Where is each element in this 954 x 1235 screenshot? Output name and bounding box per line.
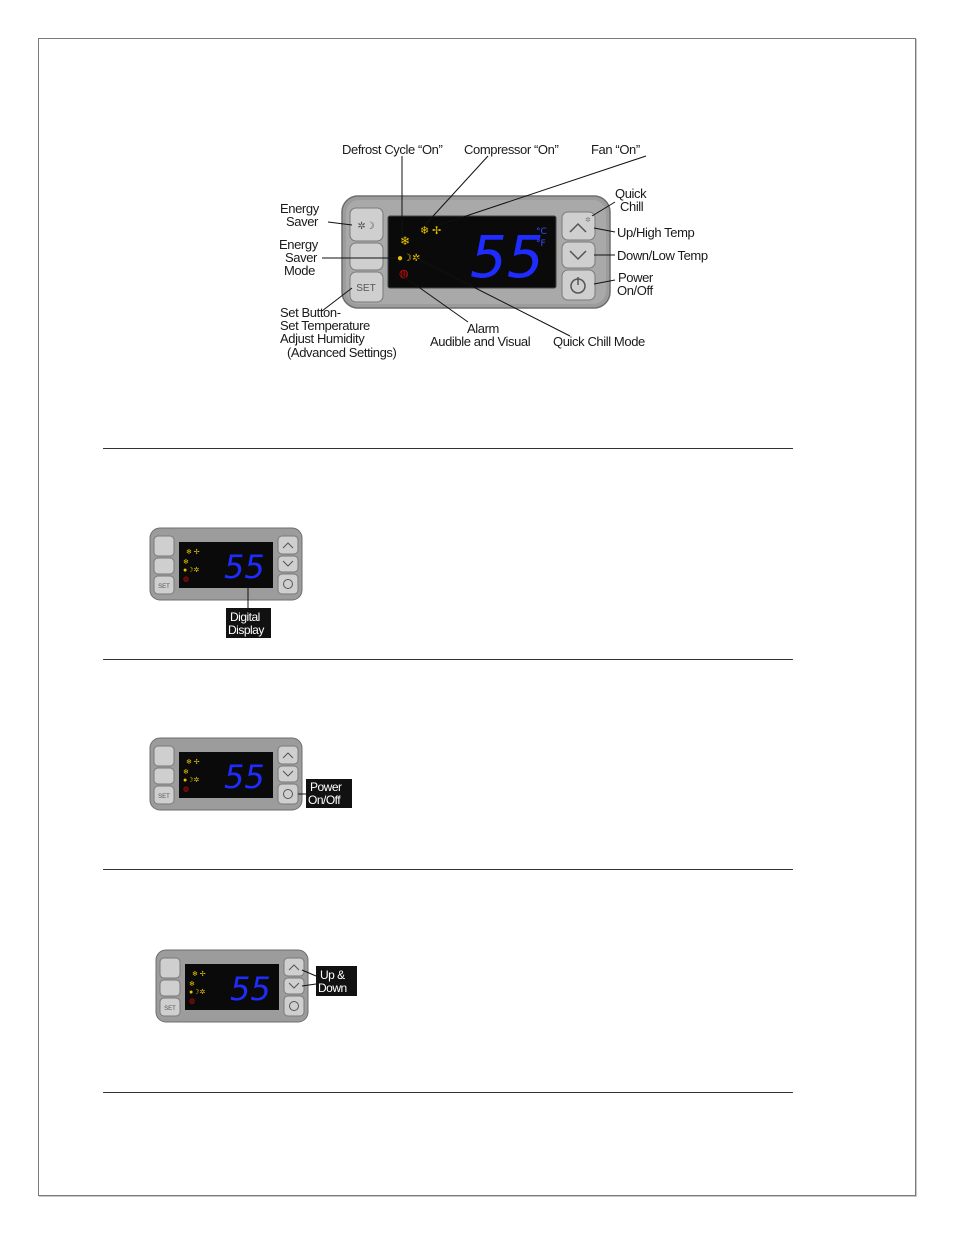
controller-thumb-power: SET ❄ ✢ ❄ ●☽✲ ◍ 55 Power On/Off (150, 738, 360, 818)
label-down-low: Down/Low Temp (617, 248, 708, 263)
svg-text:SET: SET (158, 584, 170, 590)
label-alarm-line2: Audible and Visual (430, 334, 531, 349)
display-digits: 55 (470, 223, 544, 291)
svg-text:❄: ❄ (189, 980, 195, 988)
svg-text:❄: ❄ (183, 768, 189, 776)
svg-text:On/Off: On/Off (308, 793, 341, 807)
svg-text:Down: Down (318, 981, 347, 995)
unit-celsius: °C (536, 227, 547, 237)
svg-text:Display: Display (228, 623, 264, 637)
svg-text:55: 55 (224, 758, 265, 796)
label-set-button-line3: Adjust Humidity (280, 331, 365, 346)
svg-text:●☽✲: ●☽✲ (183, 566, 200, 574)
svg-text:Up &: Up & (320, 968, 345, 982)
svg-text:55: 55 (224, 548, 265, 586)
svg-text:Power: Power (310, 780, 342, 794)
unit-fahrenheit: °F (536, 239, 546, 249)
label-energy-mode-line3: Mode (284, 263, 315, 278)
svg-text:❄: ❄ (183, 558, 189, 566)
section-divider (103, 659, 793, 660)
label-quick-chill-line2: Chill (620, 199, 644, 214)
svg-text:SET: SET (356, 283, 375, 294)
alarm-icon: ◍ (399, 268, 409, 280)
svg-text:◍: ◍ (183, 576, 189, 583)
controller-thumb-display: SET ❄ ✢ ❄ ●☽✲ ◍ 55 Digital Display (150, 528, 360, 643)
svg-text:❄ ✢: ❄ ✢ (186, 548, 200, 556)
up-button[interactable]: ✲ (562, 212, 595, 240)
svg-text:●☽✲: ●☽✲ (183, 776, 200, 784)
label-set-button-line4: (Advanced Settings) (287, 345, 397, 360)
svg-text:❄ ✢: ❄ ✢ (186, 758, 200, 766)
svg-text:●☽✲: ●☽✲ (189, 988, 206, 996)
svg-text:55: 55 (230, 970, 271, 1008)
section-divider (103, 448, 793, 449)
down-button[interactable] (562, 242, 595, 268)
svg-text:SET: SET (164, 1006, 176, 1012)
label-quick-chill-mode: Quick Chill Mode (553, 334, 645, 349)
set-button[interactable]: SET (350, 272, 383, 302)
svg-text:✲: ✲ (585, 216, 591, 224)
section-divider (103, 1092, 793, 1093)
label-power-line2: On/Off (617, 283, 653, 298)
section-divider (103, 869, 793, 870)
label-compressor: Compressor “On” (464, 142, 558, 157)
svg-text:❄ ✢: ❄ ✢ (192, 970, 206, 978)
blank-button[interactable] (350, 243, 383, 270)
controller-diagram: ✲☽ SET ❄ ❄ ✢ ●☽ ✲ ◍ 55 °C °F ✲ (260, 130, 730, 370)
svg-text:◍: ◍ (183, 786, 189, 793)
fan-icon: ✢ (432, 225, 441, 237)
svg-text:SET: SET (158, 794, 170, 800)
energy-saver-mode-icon: ●☽ (397, 253, 412, 264)
label-fan: Fan “On” (591, 142, 640, 157)
power-button[interactable] (562, 270, 595, 300)
label-up-high: Up/High Temp (617, 225, 695, 240)
svg-text:✲☽: ✲☽ (357, 221, 374, 232)
svg-text:Digital: Digital (230, 610, 260, 624)
compressor-icon: ❄ (420, 225, 429, 237)
controller-thumb-updown: SET ❄ ✢ ❄ ●☽✲ ◍ 55 Up & Down (156, 950, 366, 1030)
label-defrost: Defrost Cycle “On” (342, 142, 443, 157)
label-energy-saver-line2: Saver (286, 214, 319, 229)
energy-saver-button[interactable]: ✲☽ (350, 208, 383, 241)
svg-text:◍: ◍ (189, 998, 195, 1005)
